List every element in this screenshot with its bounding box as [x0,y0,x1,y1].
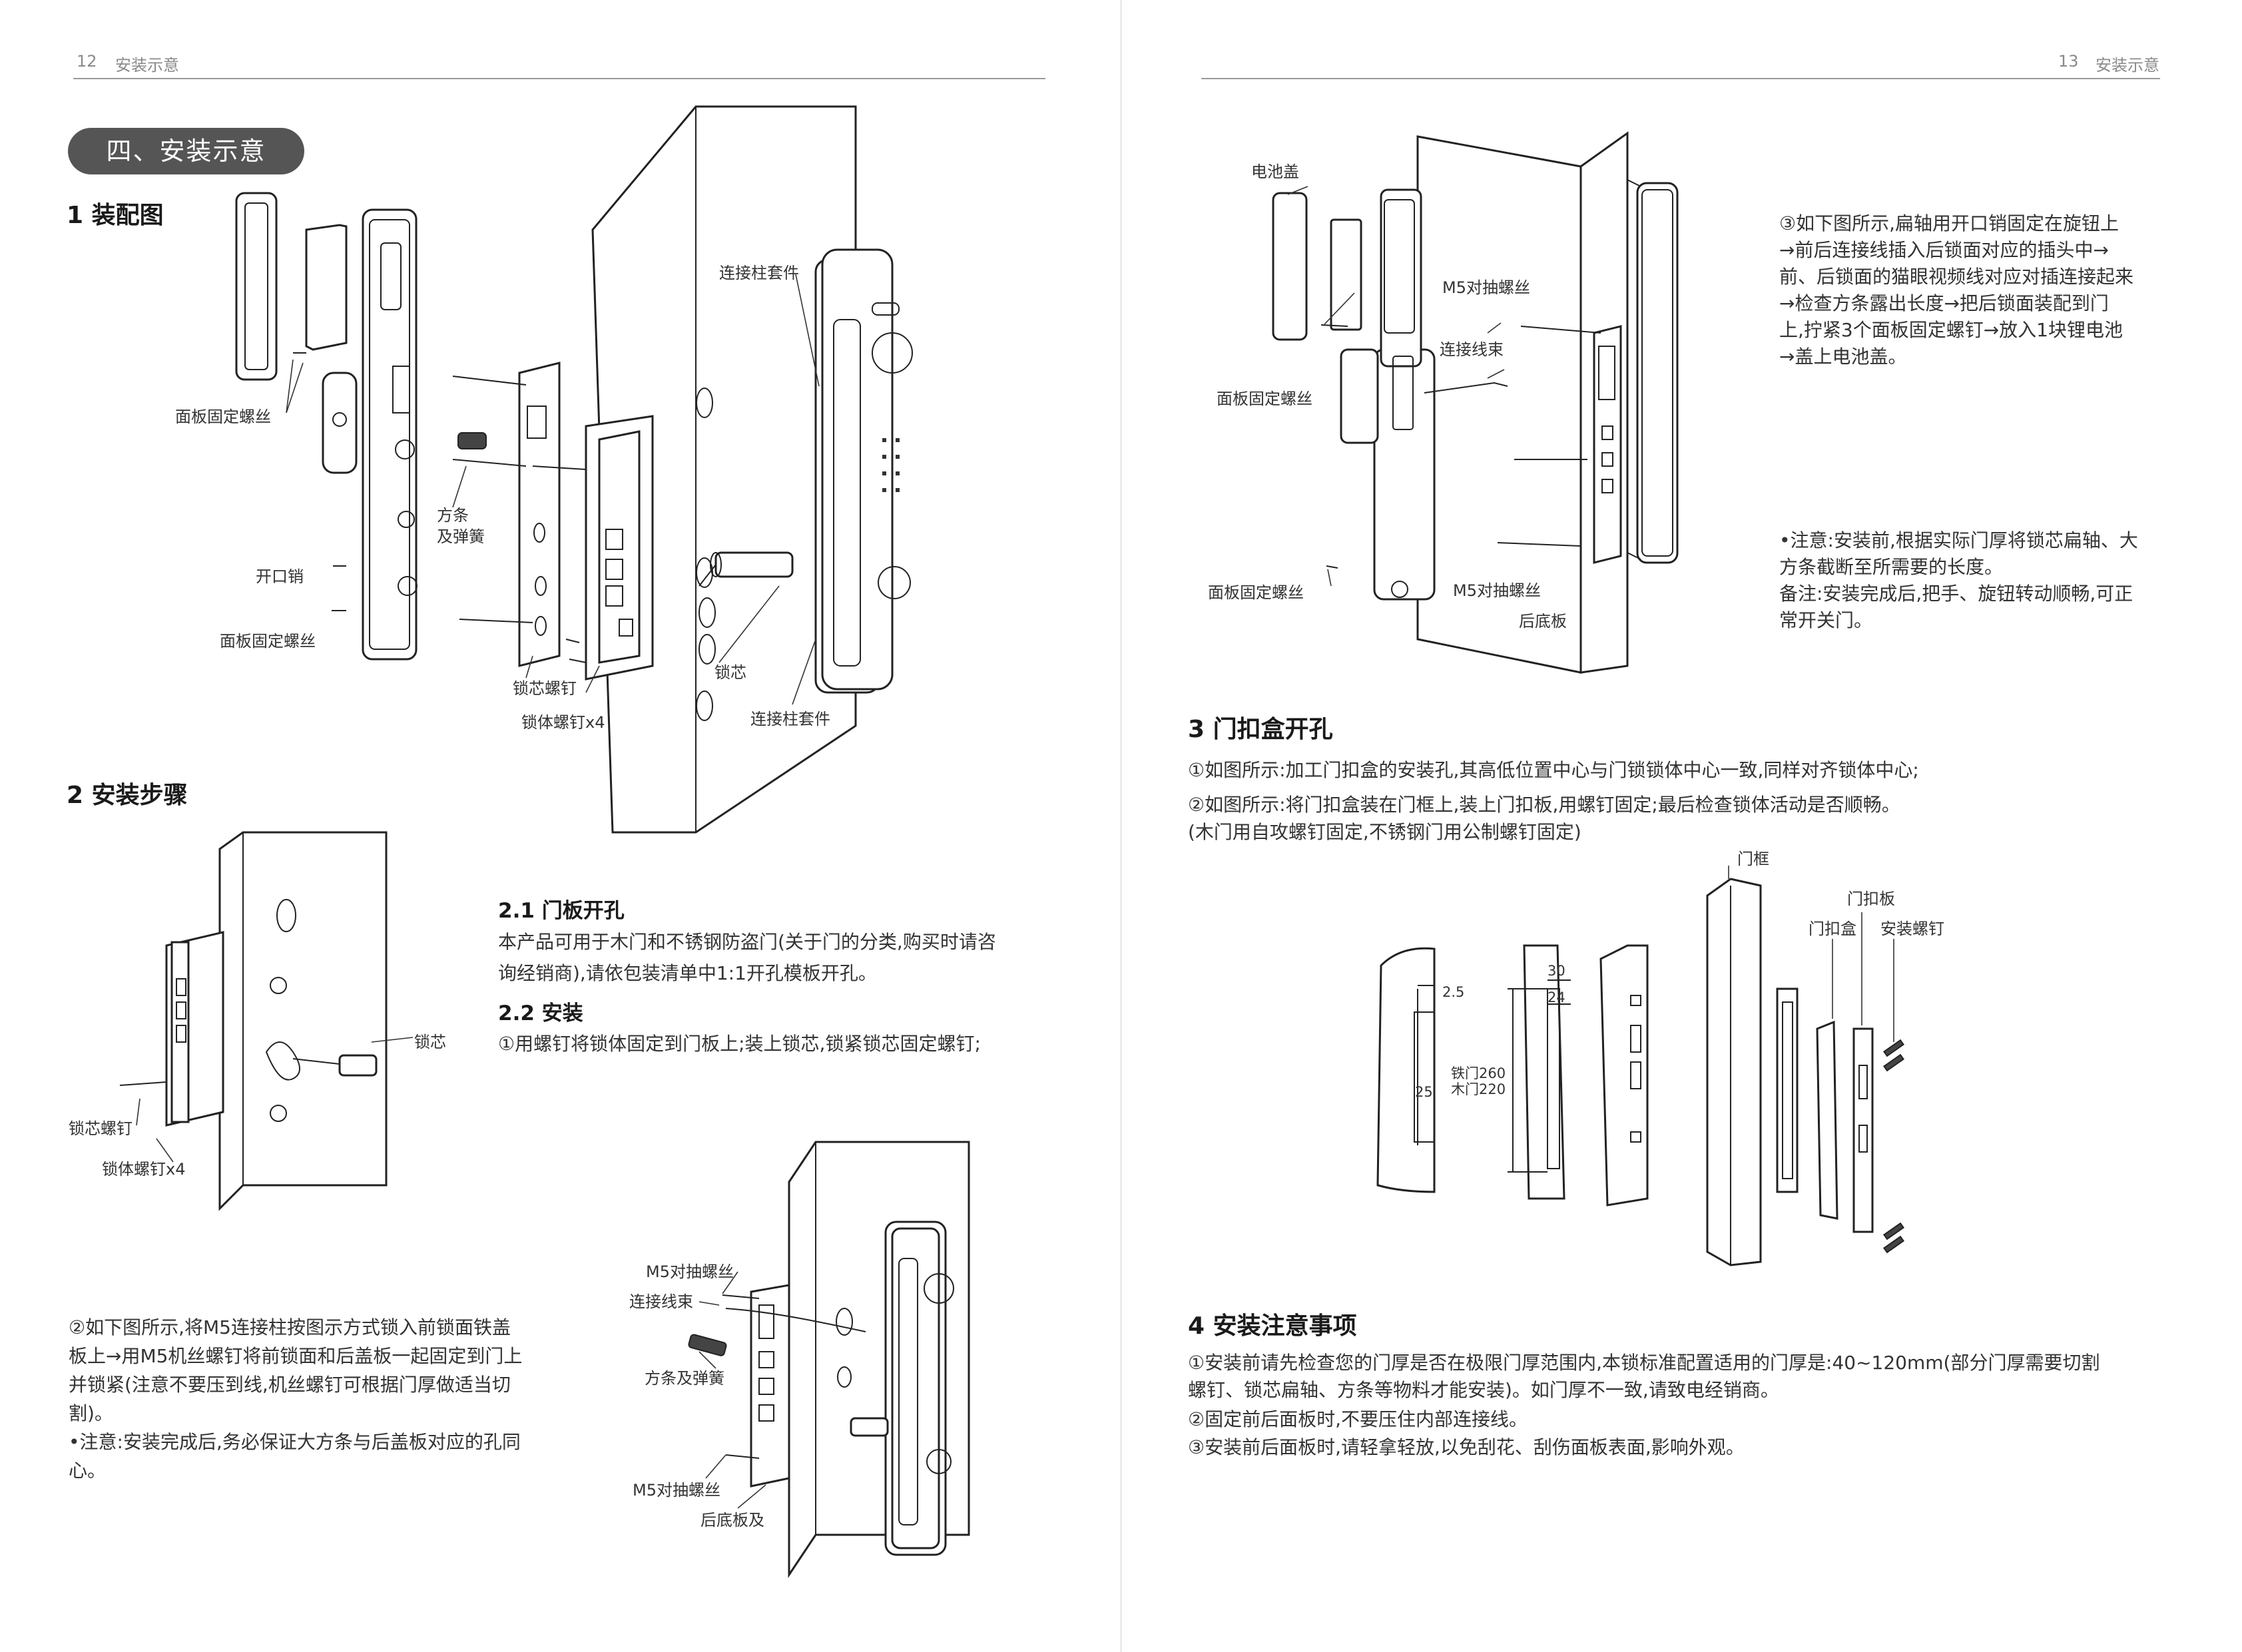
label-cylinder: 锁芯 [714,663,746,682]
fig3-label-cable: 连接线束 [1440,340,1504,359]
install-fig-1 [119,831,414,1211]
step3-line-3: 前、后锁面的猫眼视频线对应对插连接起来 [1779,266,2134,288]
fig1-label-cylinder-screw: 锁芯螺钉 [69,1119,133,1138]
label-spring: 及弹簧 [437,527,485,546]
header-rule [73,78,1045,79]
notes-line-3: ②固定前后面板时,不要压住内部连接线。 [1188,1408,1528,1430]
step3-line-1: ③如下图所示,扁轴用开口销固定在旋钮上 [1779,212,2119,234]
left-page: 12 安装示意 四、安装示意 1 装配图 [67,52,1045,1578]
label-cylinder-screw: 锁芯螺钉 [513,679,577,698]
fig2-label-m5-top: M5对抽螺丝 [646,1262,734,1281]
fig3-label-m5-bottom: M5对抽螺丝 [1453,581,1541,600]
page-number: 13 [2058,52,2079,71]
step3-line-5: 上,拧紧3个面板固定螺钉→放入1块锂电池 [1779,319,2123,341]
note-line-2: 方条截断至所需要的长度。 [1779,556,2004,578]
fig2-label-back-plate: 后底板及 [701,1511,764,1529]
fig3-label-m5-top: M5对抽螺丝 [1442,278,1530,297]
step2-line-2: 板上→用M5机丝螺钉将前锁面和后盖板一起固定到门上 [69,1345,523,1367]
rear-assembly-diagram [1272,131,1679,674]
inner-panel [362,208,418,661]
notes-line-2: 螺钉、锁芯扁轴、方条等物料才能安装)。如门厚不一致,请致电经销商。 [1188,1379,1779,1401]
label-panel-screw-bottom: 面板固定螺丝 [220,632,316,651]
step3-line-4: →检查方条露出长度→把后锁面装配到门 [1779,292,2109,314]
note-line-3: 备注:安装完成后,把手、旋钮转动顺畅,可正 [1779,583,2133,605]
running-header: 安装示意 [2096,56,2159,75]
fig1-label-cylinder: 锁芯 [414,1033,446,1051]
mortise-body [585,415,654,681]
strike-line-1: ①如图所示:加工门扣盒的安装孔,其高低位置中心与门锁锁体中心一致,同样对齐锁体中… [1188,759,1919,781]
note-line-1: •注意:安装完成后,务必保证大方条与后盖板对应的孔同 [69,1431,521,1453]
header-rule [1201,78,2160,79]
strike-title: 3 门扣盒开孔 [1188,716,1333,743]
drill-title: 2.1 门板开孔 [498,899,625,923]
right-page: 13 安装示意 电池盖 M5对抽螺丝 连接线束 面板固定螺丝 面板固定螺丝 M5… [1121,0,2242,1652]
strike-line-2: ②如图所示:将门扣盒装在门框上,装上门扣板,用螺钉固定;最后检查锁体活动是否顺畅… [1188,794,1900,816]
page-number: 12 [77,52,97,71]
fig2-label-cable: 连接线束 [629,1292,693,1311]
assembly-diagram [235,105,913,834]
dim-wood-door: 木门220 [1451,1081,1506,1097]
label-cotter-pin: 开口销 [256,567,304,586]
label-screw: 安装螺钉 [1880,920,1944,938]
dim-30: 30 [1547,963,1565,979]
label-post-sleeve-bottom: 连接柱套件 [750,710,830,728]
assembly-title: 1 装配图 [67,202,164,229]
label-post-sleeve-top: 连接柱套件 [719,264,799,282]
handle-part [322,372,358,474]
spring-part [457,432,487,449]
label-body-screw: 锁体螺钉x4 [521,713,605,732]
drill-text-2: 询经销商),请依包装清单中1:1开孔模板开孔。 [498,962,877,984]
step2-line-3: 并锁紧(注意不要压到线,机丝螺钉可根据门厚做适当切 [69,1374,511,1396]
fig2-label-spindle-spring: 方条及弹簧 [645,1369,724,1388]
dim-24: 24 [1547,989,1565,1005]
dim-iron-door: 铁门260 [1451,1065,1506,1081]
notes-line-4: ③安装前后面板时,请轻拿轻放,以免刮花、刮伤面板表面,影响外观。 [1188,1436,1745,1458]
cover-plate [518,362,561,667]
fig2-label-m5-bottom: M5对抽螺丝 [633,1481,720,1500]
fig3-label-panel-screw-bottom: 面板固定螺丝 [1208,583,1304,602]
step3-line-6: →盖上电池盖。 [1779,346,1907,368]
install-title: 2.2 安装 [498,1001,583,1025]
cylinder-part [699,551,794,587]
step2-line-4: 割)。 [69,1402,113,1424]
label-panel-screw-top: 面板固定螺丝 [175,408,271,426]
step2-line-1: ②如下图所示,将M5连接柱按图示方式锁入前锁面铁盖 [69,1316,511,1338]
step3-line-2: →前后连接线插入后锁面对应的插头中→ [1779,239,2109,261]
label-door-frame: 门框 [1737,850,1769,868]
label-spindle: 方条 [437,506,469,525]
dim-25: 25 [1415,1084,1433,1100]
note-line-4: 常开关门。 [1779,609,1873,631]
fig3-label-panel-screw-top: 面板固定螺丝 [1217,390,1312,408]
note-line-1: •注意:安装前,根据实际门厚将锁芯扁轴、大 [1779,529,2138,551]
running-header: 安装示意 [115,56,179,75]
install-steps-title: 2 安装步骤 [67,782,188,809]
label-strike-plate: 门扣板 [1847,890,1895,908]
strike-diagram [1376,866,1904,1266]
notes-line-1: ①安装前请先检查您的门厚是否在极限门厚范围内,本锁标准配置适用的门厚是:40~1… [1188,1352,2100,1374]
drill-text-1: 本产品可用于木门和不锈钢防盗门(关于门的分类,购买时请咨 [498,931,996,953]
fig3-label-battery-cover: 电池盖 [1251,162,1299,181]
install-fig-2 [688,1141,970,1578]
battery-cover-part [235,192,278,381]
fig3-label-back-plate: 后底板 [1519,612,1567,631]
notes-title: 4 安装注意事项 [1188,1312,1357,1340]
install-text: ①用螺钉将锁体固定到门板上;装上锁芯,锁紧锁芯固定螺钉; [498,1033,981,1055]
label-strike-box: 门扣盒 [1809,920,1856,938]
fig1-label-body-screw: 锁体螺钉x4 [102,1160,186,1179]
section-pill: 四、安装示意 [68,128,304,174]
strike-line-3: (木门用自攻螺钉固定,不锈钢门用公制螺钉固定) [1188,821,1581,843]
note-line-2: 心。 [69,1460,107,1482]
battery-part [305,224,348,351]
dim-2-5: 2.5 [1442,984,1465,1000]
